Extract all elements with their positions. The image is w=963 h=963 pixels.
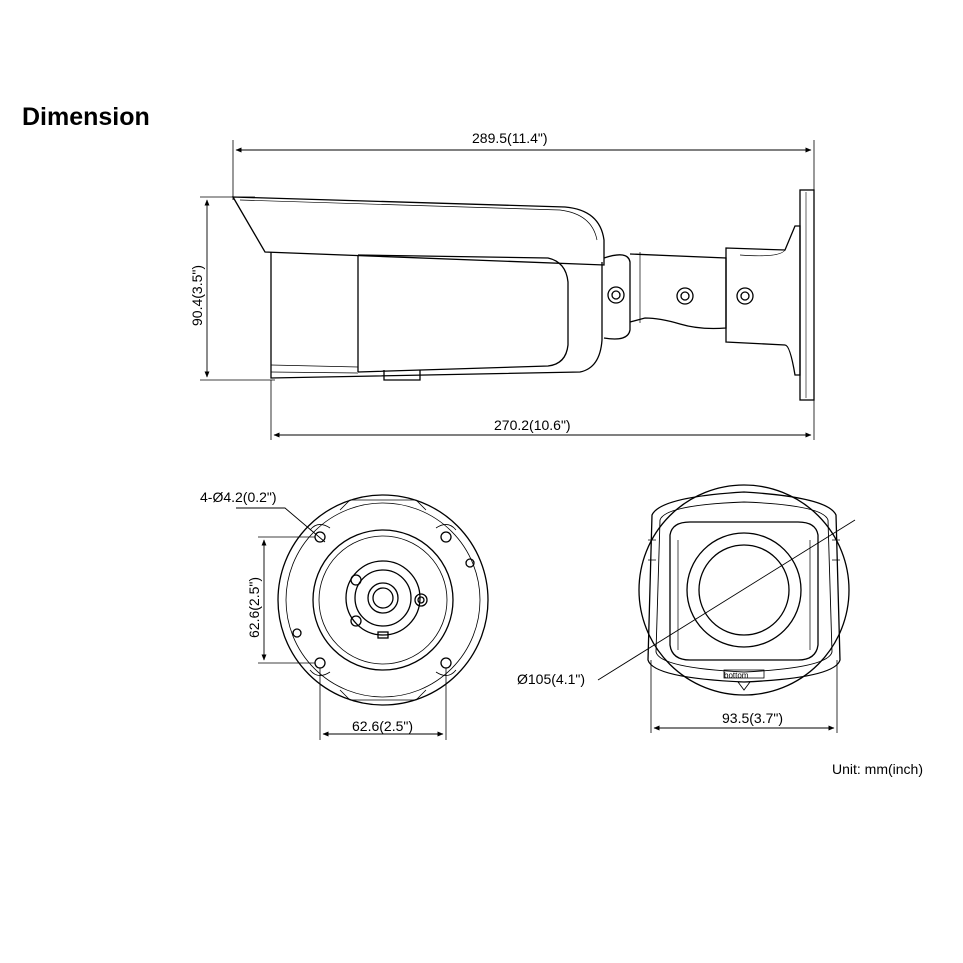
bracket-screws: [607, 286, 754, 305]
wall-plate: [799, 189, 815, 401]
label-body-length: 270.2(10.6"): [494, 417, 571, 433]
hole-leader: [236, 507, 326, 543]
label-mount-vertical: 62.6(2.5"): [246, 577, 262, 638]
unit-note: Unit: mm(inch): [832, 761, 924, 777]
front-lens-outer: [686, 532, 802, 648]
diameter-leader: [597, 519, 856, 681]
label-mount-horizontal: 62.6(2.5"): [352, 718, 413, 734]
label-front-diameter: Ø105(4.1"): [517, 671, 585, 687]
front-view: [597, 484, 856, 733]
front-bottom-label: bottom: [724, 671, 749, 680]
camera-body: [270, 252, 603, 379]
page-title: Dimension: [22, 103, 150, 131]
base-outer-ring: [277, 494, 489, 706]
mount-base-view: [236, 494, 489, 740]
body-latch: [383, 370, 421, 381]
side-view: [200, 140, 815, 440]
front-window: [669, 521, 819, 661]
side-window: [357, 254, 569, 373]
label-hole-spec: 4-Ø4.2(0.2"): [200, 489, 277, 505]
center-lens-ring: [345, 560, 421, 636]
sunshield: [231, 196, 605, 266]
front-outer-circle: [638, 484, 850, 696]
label-height: 90.4(3.5"): [189, 265, 205, 326]
label-front-width: 93.5(3.7"): [722, 710, 783, 726]
bracket-neck: [603, 254, 631, 340]
label-overall-length: 289.5(11.4"): [472, 130, 548, 146]
